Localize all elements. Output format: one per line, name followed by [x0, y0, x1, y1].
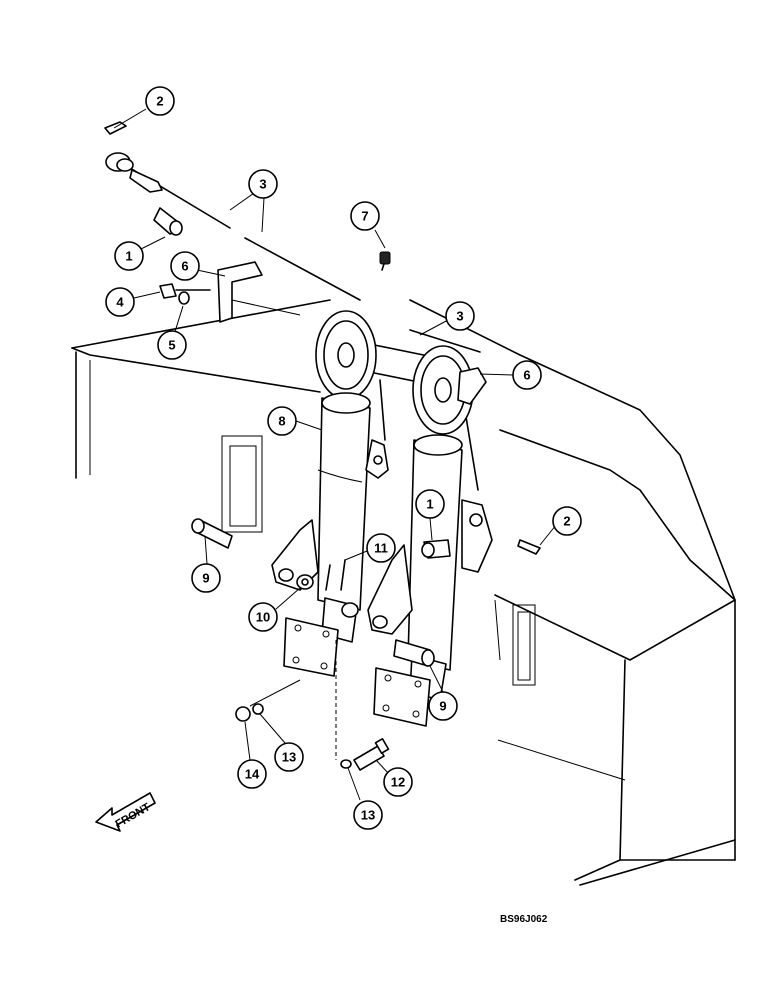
pulley-left	[315, 310, 377, 400]
bracket-6-right	[457, 367, 487, 405]
callout-number: 6	[181, 259, 188, 274]
bracket-6-left	[217, 261, 301, 323]
callout-number: 10	[256, 610, 270, 625]
pin-9-right	[393, 639, 435, 667]
cable-end-fitting	[104, 121, 163, 193]
callout-number: 12	[391, 775, 405, 790]
pin-9-left	[191, 518, 233, 549]
bolt-12	[353, 738, 390, 771]
callout-number: 6	[523, 368, 530, 383]
callout-number: 2	[156, 94, 163, 109]
front-arrow: FRONT	[95, 792, 156, 832]
callout-9-left: 9	[191, 563, 221, 593]
pin-1-right	[421, 539, 451, 559]
callout-number: 11	[374, 541, 388, 556]
callout-12: 12	[383, 767, 413, 797]
callout-number: 13	[361, 808, 375, 823]
callout-1-top: 1	[114, 241, 144, 271]
callout-7: 7	[350, 201, 380, 231]
leader-lines	[113, 108, 557, 801]
callout-number: 1	[426, 497, 433, 512]
cotter-2-right	[517, 539, 541, 555]
callout-number: 13	[282, 750, 296, 765]
callout-3-mid: 3	[445, 301, 475, 331]
callout-6-right: 6	[512, 360, 542, 390]
callout-8: 8	[267, 406, 297, 436]
grease-fitting-7	[379, 251, 391, 271]
reference-code: BS96J062	[500, 914, 548, 925]
roll-pins-11	[325, 559, 346, 591]
callout-number: 14	[245, 767, 260, 782]
callout-10: 10	[248, 602, 278, 632]
washer-13-bottom	[340, 759, 352, 769]
washer-10	[296, 574, 314, 590]
boom-frame	[71, 299, 736, 886]
assembly-line-left	[249, 679, 301, 707]
mounting-plate-left	[283, 617, 339, 677]
callout-number: 3	[259, 177, 266, 192]
callout-number: 8	[278, 414, 285, 429]
washer-13-left	[252, 703, 264, 715]
callout-number: 4	[116, 295, 124, 310]
nut-14	[235, 706, 251, 722]
callout-3-top: 3	[248, 169, 278, 199]
nut-5	[178, 291, 190, 305]
callout-11: 11	[366, 533, 396, 563]
callout-5: 5	[157, 330, 187, 360]
callout-2-right: 2	[552, 506, 582, 536]
callout-2-top: 2	[145, 86, 175, 116]
callout-number: 9	[202, 571, 209, 586]
callout-number: 7	[361, 209, 368, 224]
mounting-plate-right	[373, 667, 431, 727]
callout-number: 3	[456, 309, 463, 324]
callout-number: 2	[563, 514, 570, 529]
callout-14: 14	[237, 759, 267, 789]
callout-number: 9	[439, 699, 446, 714]
callout-number: 5	[168, 338, 175, 353]
callout-9-right: 9	[428, 691, 458, 721]
callout-1-mid: 1	[415, 489, 445, 519]
callout-4: 4	[105, 287, 135, 317]
clevis-pin-1	[153, 207, 183, 236]
callout-13-left: 13	[274, 742, 304, 772]
bolt-4	[159, 283, 211, 299]
pulley-right	[412, 345, 474, 435]
callout-13-bottom: 13	[353, 800, 383, 830]
cylinder-left	[271, 392, 389, 643]
callout-number: 1	[125, 249, 132, 264]
callout-6-top: 6	[170, 251, 200, 281]
